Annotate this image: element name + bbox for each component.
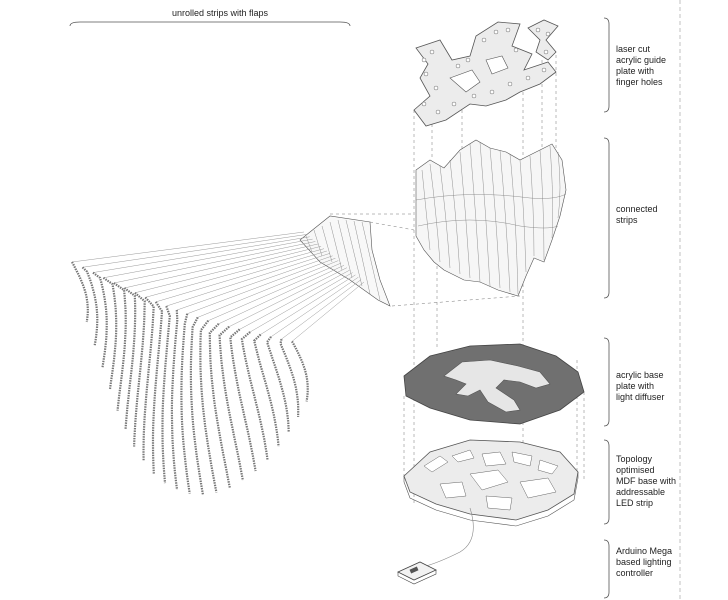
fan-line [187, 257, 336, 315]
fan-line [113, 241, 316, 284]
fan-line [218, 265, 345, 325]
fan-line [176, 255, 333, 311]
arduino-controller [397, 507, 474, 585]
label-acrylic-base: acrylic base plate with light diffuser [616, 370, 665, 402]
unrolled-strip [102, 276, 118, 391]
fan-line [82, 234, 307, 268]
fan-line [124, 243, 319, 289]
fan-line [228, 267, 348, 327]
unrolled-strip [208, 323, 231, 488]
unrolled-strip [180, 313, 191, 494]
fan-line [134, 246, 322, 294]
fan-lines [71, 231, 365, 342]
unrolled-strips-bracket [69, 21, 351, 27]
unrolled-strip [229, 328, 257, 472]
strip-perspective [299, 215, 391, 307]
mdf-base [403, 439, 579, 527]
fan-line [281, 279, 362, 340]
fan-line [145, 248, 325, 298]
unrolled-strip [81, 266, 99, 346]
fan-line [103, 238, 313, 279]
unrolled-strip [123, 287, 137, 430]
unrolled-strip [189, 316, 204, 495]
fan-line [71, 231, 305, 263]
unrolled-strip [265, 336, 290, 433]
acrylic-base-plate [403, 343, 585, 425]
label-guide-plate: laser cut acrylic guide plate with finge… [616, 44, 667, 87]
label-arduino: Arduino Mega based lighting controller [616, 546, 673, 578]
fan-line [260, 274, 356, 335]
fan-line [197, 260, 339, 318]
unrolled-strip [142, 296, 155, 462]
label-mdf-base: Topology optimised MDF base with address… [616, 454, 677, 508]
unrolled-strip [291, 340, 309, 402]
fan-line [155, 250, 327, 303]
projection-lines [330, 213, 521, 307]
unrolled-strip [240, 331, 269, 460]
fan-line [249, 272, 353, 333]
fan-line [291, 281, 365, 342]
label-brackets [603, 17, 610, 599]
acrylic-guide-plate [413, 19, 559, 127]
fan-line [166, 253, 330, 307]
unrolled-strip [252, 333, 280, 447]
unrolled-strips-title: unrolled strips with flaps [172, 8, 269, 18]
unrolled-strip [92, 271, 108, 369]
fan-line [270, 276, 359, 338]
base-connectors [403, 392, 585, 480]
unrolled-strip [133, 291, 146, 447]
fan-line [239, 269, 350, 330]
unrolled-strip [161, 305, 171, 484]
fan-line [92, 236, 310, 273]
unrolled-strip [170, 310, 179, 490]
label-connected-strips: connected strips [616, 204, 658, 225]
unrolled-strip [71, 261, 89, 323]
fan-line [208, 262, 342, 321]
unrolled-strip [279, 338, 300, 418]
unrolled-strips [71, 261, 309, 495]
unrolled-strip [151, 301, 164, 474]
connected-strips [415, 139, 567, 297]
unrolled-strip [199, 320, 218, 493]
